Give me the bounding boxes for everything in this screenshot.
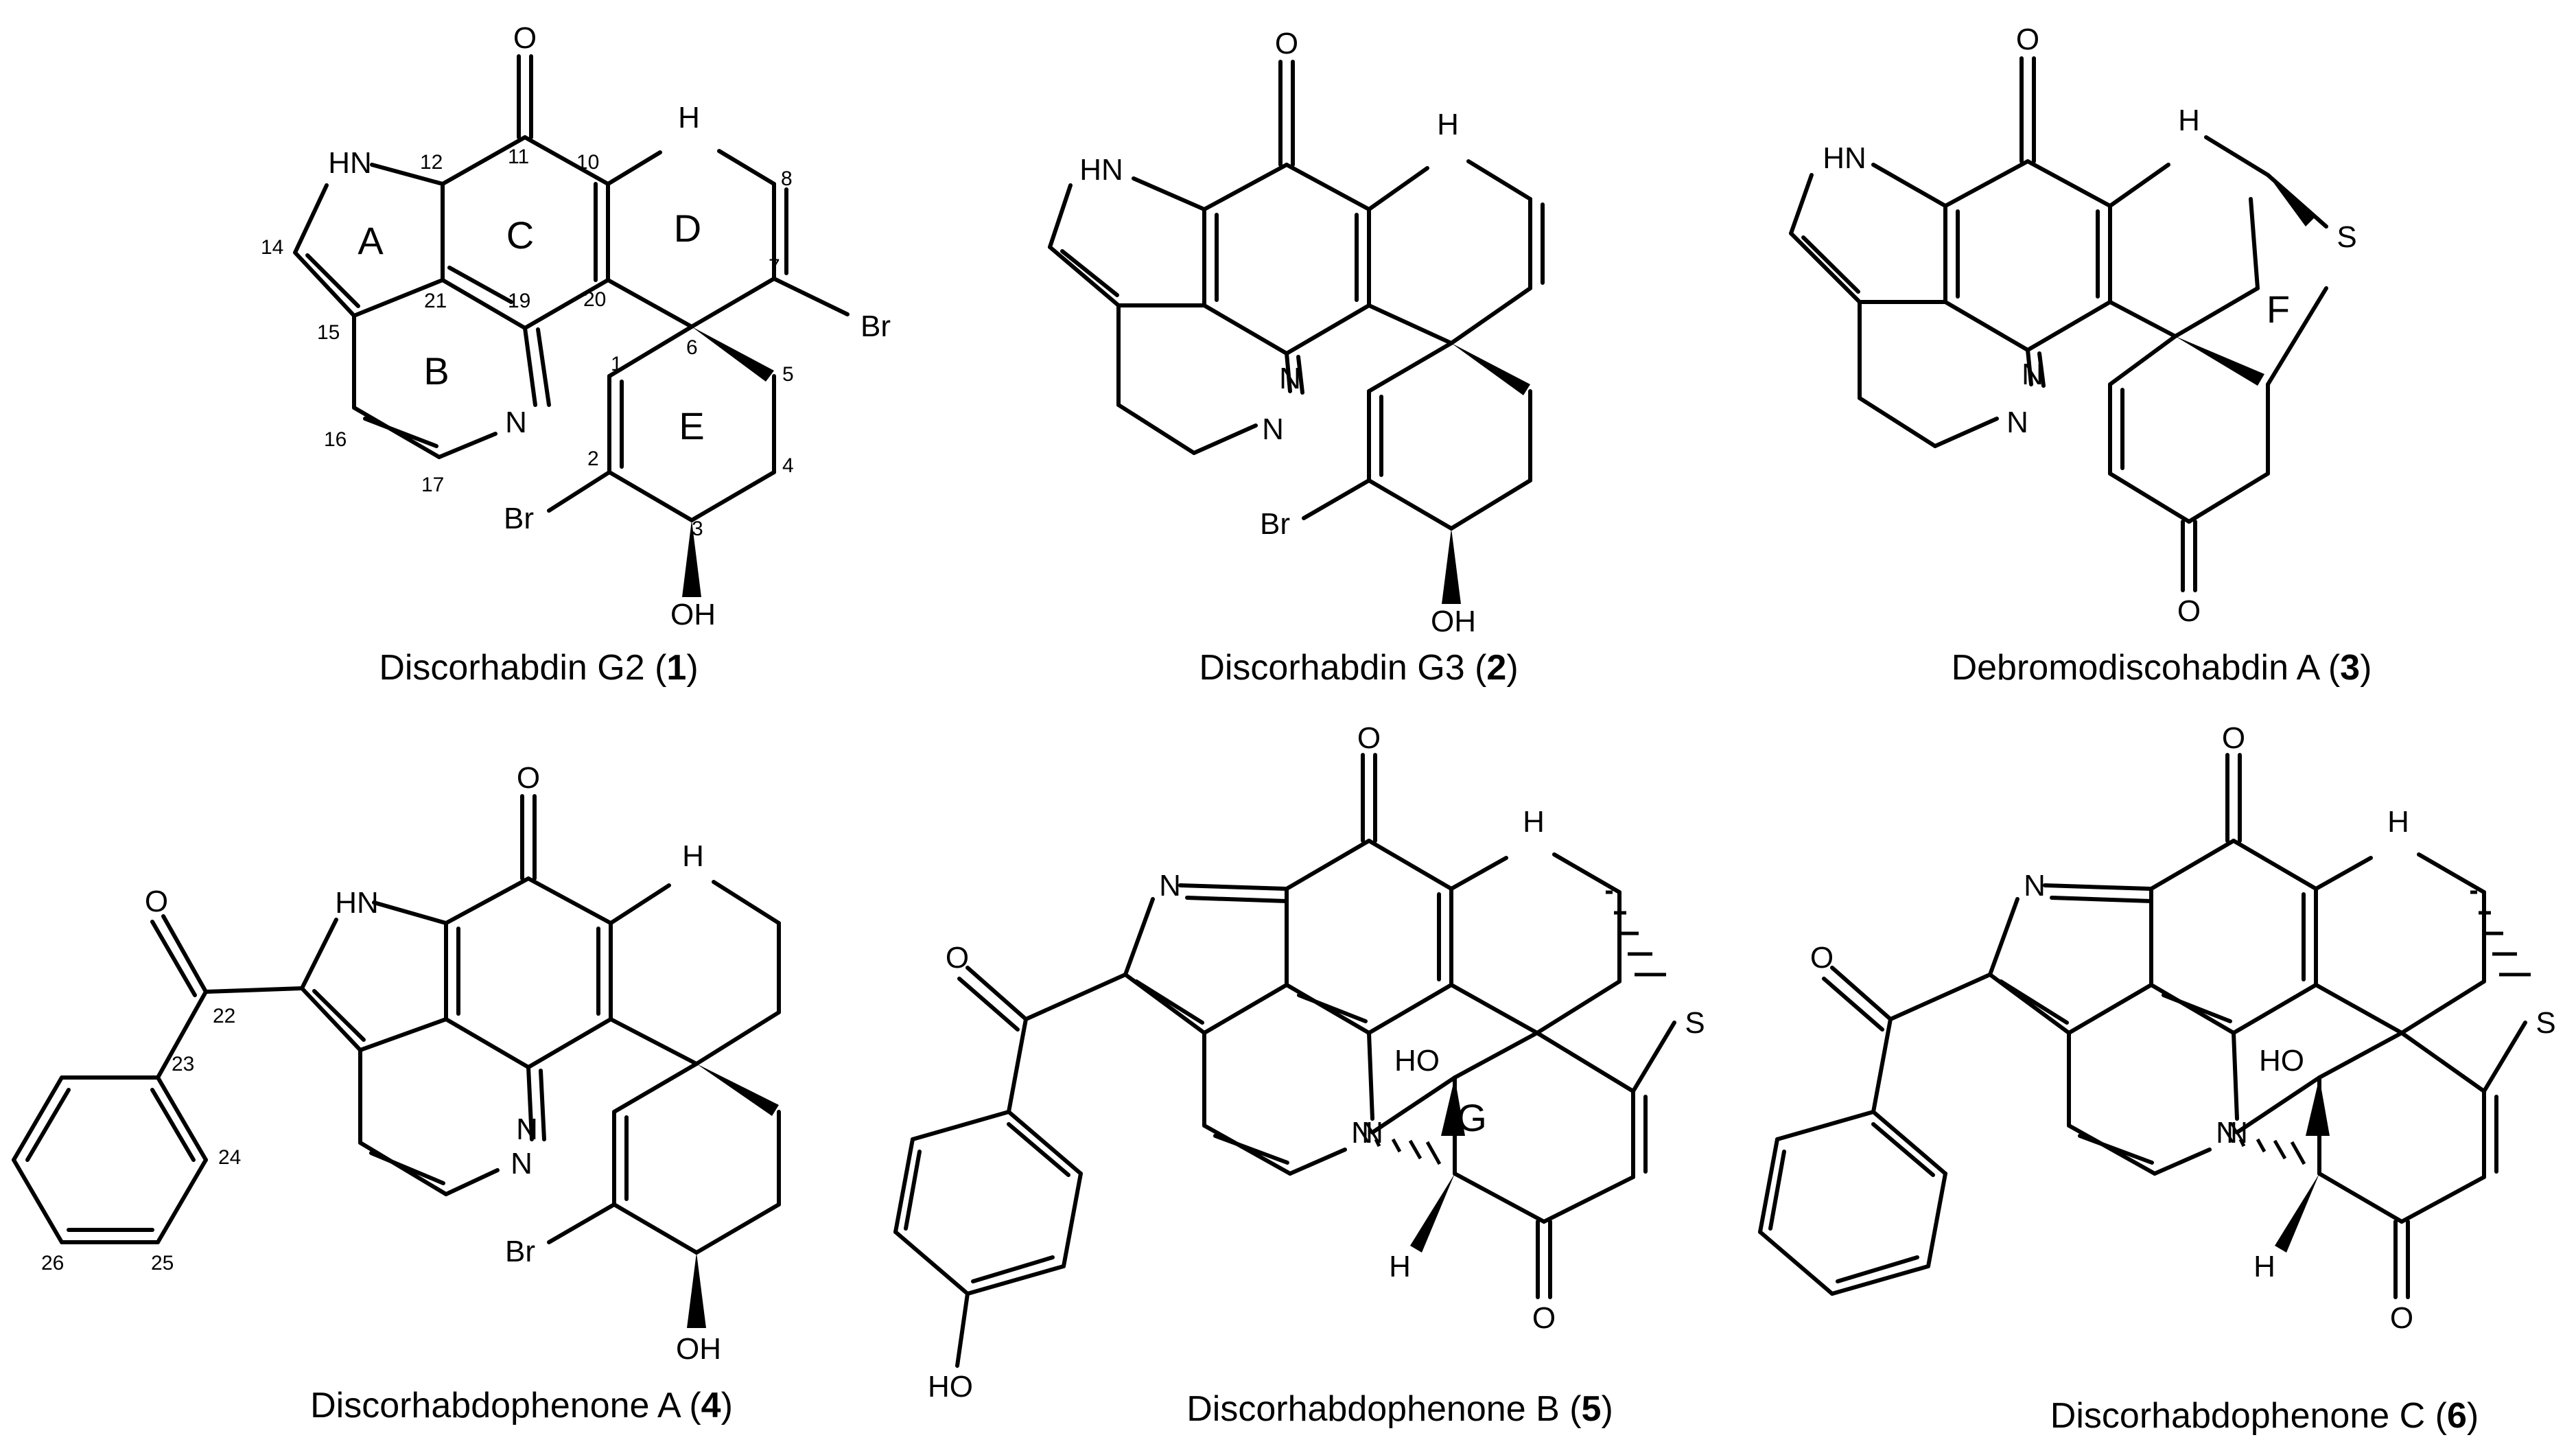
atom-number: 16 (324, 428, 347, 451)
sulfur-label: S (2536, 1006, 2555, 1040)
structure-discorhabdin-g3: O HN N H N Br OH Discorhabdin G3 (2) (1048, 27, 1545, 688)
oxygen-label: O (145, 885, 168, 918)
atom-number: 19 (508, 290, 530, 312)
hydrogen-label: H (2253, 1250, 2275, 1283)
atom-number: 14 (261, 236, 283, 259)
nitrogen-label: N (1351, 1116, 1373, 1150)
bromine-label: Br (504, 502, 534, 535)
atom-number: 20 (583, 288, 606, 311)
bromine-label: Br (1260, 507, 1290, 541)
atom-number: 4 (782, 454, 794, 477)
structure-debromodiscohabdin-a: O HN N H S N O F Debromodiscohabdin A (3… (1789, 23, 2372, 688)
hydroxyl-label: HO (1394, 1044, 1440, 1078)
nitrogen-label: N (2216, 1116, 2238, 1150)
compound-caption: Discorhabdophenone B (5) (1186, 1389, 1613, 1429)
nh-label: H (1437, 108, 1459, 141)
nh-label: H (678, 101, 700, 135)
atom-number: 1 (611, 353, 622, 375)
nh-label: H (682, 839, 704, 873)
nitrogen-label: N (511, 1147, 532, 1180)
compound-caption: Discorhabdin G2 (1) (379, 648, 698, 688)
atom-number: 3 (692, 517, 703, 540)
compound-caption: Discorhabdin G3 (2) (1199, 648, 1518, 688)
nitrogen-label: N (2006, 406, 2028, 439)
atom-number: 22 (213, 1005, 235, 1027)
nitrogen-label: N (2022, 358, 2044, 391)
hydroxyl-label: OH (1431, 605, 1476, 638)
nitrogen-label: N (1279, 362, 1301, 395)
nh-label: H (2178, 104, 2200, 137)
nitrogen-label: N (1262, 412, 1284, 446)
atom-number: 26 (41, 1252, 64, 1274)
sulfur-label: S (1685, 1006, 1705, 1040)
atom-number: 11 (508, 146, 529, 168)
nh-label: HN (1823, 141, 1866, 175)
atom-number: 6 (686, 336, 698, 359)
atom-number: 7 (769, 255, 780, 278)
atom-number: 21 (424, 290, 447, 312)
structure-discorhabdophenone-b: O O N N H N S HO H O HO G Discorhabdophe… (893, 721, 1705, 1429)
compound-caption: Discorhabdophenone A (4) (310, 1386, 733, 1425)
oxygen-label: O (946, 941, 969, 975)
bromine-label: Br (505, 1235, 535, 1268)
nitrogen-label: N (1159, 869, 1181, 903)
ring-label: F (2267, 288, 2290, 331)
ring-label: B (423, 349, 449, 393)
structure-discorhabdophenone-c: O O N N H N S HO H O Discorhabdophenone … (1758, 721, 2556, 1436)
nitrogen-label: N (505, 406, 527, 439)
atom-number: 15 (317, 321, 340, 344)
nitrogen-label: N (516, 1113, 538, 1146)
nh-label: HN (328, 146, 372, 180)
atom-number: 23 (172, 1053, 194, 1075)
nh-label: HN (335, 886, 379, 920)
oxygen-label: O (517, 761, 540, 795)
nh-label: H (1523, 805, 1545, 839)
structure-discorhabdophenone-a: O O HN N H N Br OH 22 23 24 25 26 Discor… (12, 761, 781, 1425)
ring-label: E (679, 404, 704, 447)
ring-label: C (506, 213, 534, 257)
nh-label: H (2387, 805, 2409, 839)
hydroxyl-label: HO (928, 1370, 973, 1404)
ring-label: D (674, 207, 701, 250)
compound-caption: Debromodiscohabdin A (3) (1952, 648, 2372, 688)
atom-number: 25 (151, 1252, 174, 1274)
atom-number: 8 (781, 167, 793, 190)
atom-number: 12 (420, 151, 443, 174)
atom-number: 17 (421, 474, 444, 496)
bromine-label: Br (860, 310, 891, 343)
hydroxyl-label: OH (670, 598, 716, 631)
nitrogen-label: N (2226, 1116, 2248, 1150)
ring-label: A (358, 219, 384, 262)
nitrogen-label: N (1361, 1116, 1383, 1150)
hydrogen-label: H (1389, 1250, 1411, 1283)
ring-label: G (1457, 1096, 1487, 1139)
oxygen-label: O (1532, 1301, 1556, 1335)
nh-label: HN (1079, 153, 1123, 187)
atom-number: 5 (782, 363, 794, 386)
oxygen-label: O (513, 21, 537, 55)
structure-discorhabdin-g2: O HN N H Br Br OH A B C D E 1 2 3 4 5 6 … (261, 21, 891, 688)
compound-caption: Discorhabdophenone C (6) (2050, 1396, 2479, 1436)
oxygen-label: O (2177, 594, 2201, 628)
oxygen-label: O (1357, 721, 1381, 755)
oxygen-label: O (1810, 941, 1834, 975)
atom-number: 10 (576, 151, 599, 174)
hydroxyl-label: HO (2259, 1044, 2304, 1078)
oxygen-label: O (2016, 23, 2039, 56)
hydroxyl-label: OH (676, 1332, 721, 1366)
oxygen-label: O (2222, 721, 2245, 755)
atom-number: 2 (587, 447, 599, 470)
oxygen-label: O (1275, 27, 1298, 60)
oxygen-label: O (2390, 1301, 2413, 1335)
nitrogen-label: N (2024, 869, 2046, 903)
sulfur-label: S (2337, 220, 2356, 254)
atom-number: 24 (218, 1146, 241, 1169)
